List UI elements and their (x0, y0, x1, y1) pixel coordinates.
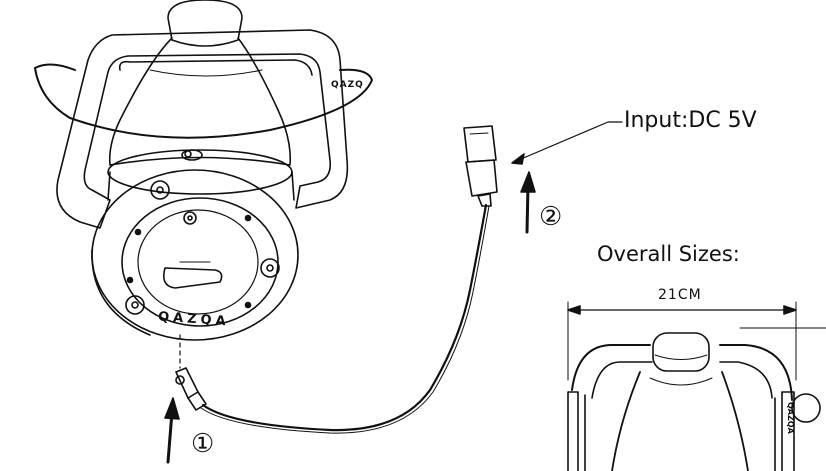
lamp-handle-frame (56, 29, 349, 229)
brand-logo-side: QAZQA (786, 402, 795, 434)
usb-cable (175, 125, 498, 434)
lamp-top-cap (167, 0, 243, 47)
step-2-marker: ② (539, 202, 563, 232)
arrow-step-1 (166, 410, 174, 464)
size-drawing (567, 301, 826, 471)
arrow-step-2 (525, 184, 530, 234)
lamp-neck-ring (107, 149, 293, 195)
brand-logo-top: QAZQ (331, 80, 364, 90)
brand-tag (791, 393, 821, 423)
switch-slider (162, 267, 223, 289)
lamp-mount-plate (121, 197, 279, 327)
overall-sizes-label: Overall Sizes: (597, 242, 740, 266)
screw (260, 258, 280, 278)
arrows (164, 121, 623, 464)
usb-plug (463, 125, 497, 163)
input-voltage-label: Input:DC 5V (624, 108, 757, 133)
screw (125, 295, 145, 315)
input-leader-line (513, 121, 623, 163)
lamp-illustration (34, 0, 373, 369)
step-1-marker: ① (191, 429, 215, 459)
width-dimension-label: 21CM (658, 287, 702, 303)
dc-plug (175, 367, 199, 399)
lamp-wire-loop (34, 63, 373, 139)
screw (150, 180, 170, 200)
lamp-shade (108, 37, 292, 166)
screw (183, 211, 197, 225)
